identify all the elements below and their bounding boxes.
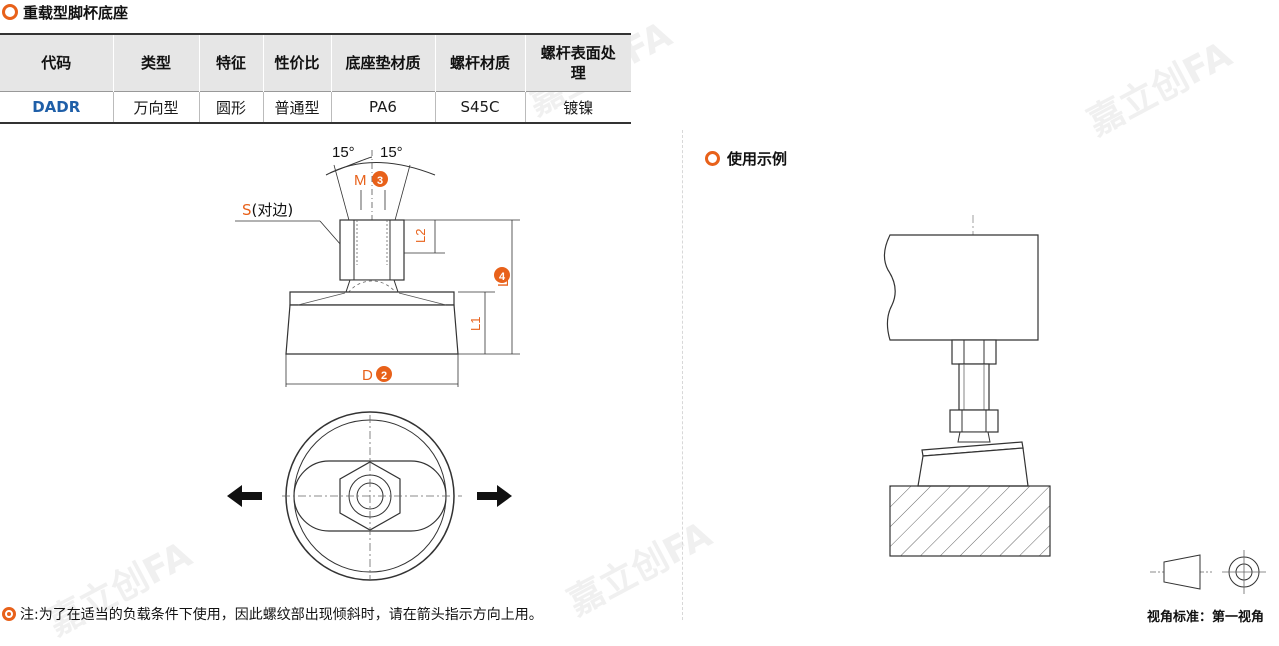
base-body-shape — [285, 304, 459, 355]
dim-d-badge — [376, 366, 392, 382]
table-header-cell: 类型 — [112, 33, 199, 92]
table-cell: 万向型 — [112, 91, 199, 124]
top-view-drawing — [227, 411, 512, 581]
top-nut-shape — [951, 339, 997, 365]
first-angle-projection-icon — [1150, 550, 1266, 594]
table-header-cell: 性价比 — [262, 33, 331, 92]
watermark: 嘉立创FA — [41, 534, 199, 644]
arrow-left-icon — [227, 485, 262, 507]
arrow-right-icon — [477, 485, 512, 507]
table-cell: 圆形 — [198, 91, 263, 124]
table-cell: 镀镍 — [524, 91, 631, 124]
dim-s-label: S(对边) — [242, 201, 293, 219]
machine-body-shape — [883, 234, 1039, 341]
usage-section-label: 使用示例 — [705, 148, 787, 169]
dim-l1-label: L1 — [468, 317, 483, 331]
table-cell-code[interactable]: DADR — [0, 91, 113, 124]
angle-arc — [325, 162, 436, 176]
table-header-cell: 特征 — [198, 33, 263, 92]
table-header-row: 代码 类型 特征 性价比 底座垫材质 螺杆材质 螺杆表面处理 — [0, 33, 631, 92]
circle-marker-icon — [705, 151, 720, 166]
table-header-cell: 底座垫材质 — [330, 33, 435, 92]
table-cell: S45C — [434, 91, 525, 124]
angle-right-label: 15° — [380, 144, 403, 161]
view-standard-label: 视角标准：第一视角 — [1147, 610, 1265, 625]
base-nut-shape — [949, 409, 999, 433]
floor-hatch-shape — [889, 485, 1051, 557]
dim-d-num: 2 — [381, 370, 387, 382]
dim-d-label: D — [362, 367, 373, 384]
hex-nut-shape — [339, 219, 405, 281]
page-title-text: 重载型脚杯底座 — [23, 3, 129, 22]
table-header-cell: 代码 — [0, 33, 113, 92]
usage-note-text: 注:为了在适当的负载条件下使用，因此螺纹部出现倾斜时，请在箭头指示方向上用。 — [20, 607, 543, 623]
table-header-cell: 螺杆材质 — [434, 33, 525, 92]
watermark: 嘉立创FA — [561, 514, 719, 624]
dim-m-label: M — [354, 172, 367, 189]
dim-l-badge — [494, 267, 510, 283]
dim-l2-label: L2 — [413, 229, 428, 243]
dim-l-num: 4 — [499, 271, 506, 283]
table-row: DADR 万向型 圆形 普通型 PA6 S45C 镀镍 — [0, 91, 631, 124]
note-marker-icon — [2, 607, 16, 621]
usage-example-drawing — [883, 215, 1051, 557]
dim-m-num: 3 — [377, 175, 383, 187]
angle-left-label: 15° — [332, 144, 355, 161]
watermark: 嘉立创FA — [1081, 34, 1239, 144]
page-title: 重载型脚杯底座 — [2, 2, 128, 22]
threaded-rod-shape — [958, 363, 990, 411]
divider — [682, 130, 683, 620]
side-view-drawing: 15° 15° M 3 S(对边) L2 L1 L 4 D 2 — [235, 144, 520, 387]
table-header-cell: 螺杆表面处理 — [524, 33, 631, 92]
table-cell: PA6 — [330, 91, 435, 124]
base-top-shape — [289, 291, 455, 306]
circle-marker-icon — [2, 4, 18, 20]
spec-table: 代码 类型 特征 性价比 底座垫材质 螺杆材质 螺杆表面处理 DADR 万向型 … — [0, 33, 631, 124]
usage-note: 注:为了在适当的负载条件下使用，因此螺纹部出现倾斜时，请在箭头指示方向上用。 — [2, 603, 543, 625]
usage-label-text: 使用示例 — [727, 150, 788, 168]
dim-m-badge — [372, 171, 388, 187]
table-cell: 普通型 — [262, 91, 331, 124]
